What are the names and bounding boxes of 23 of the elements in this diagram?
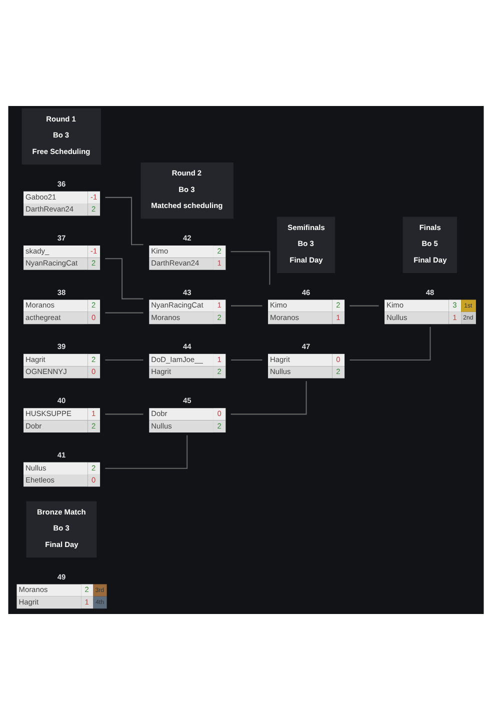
node-label: 39: [57, 342, 66, 352]
connector: [350, 326, 431, 360]
node-label: 49: [57, 572, 66, 582]
connector: [105, 258, 144, 300]
connector: [230, 251, 270, 285]
node-label: 43: [183, 288, 192, 297]
node-label: 36: [57, 179, 66, 188]
node-label: 40: [57, 396, 66, 406]
node-label: 37: [57, 234, 66, 243]
node-label: 44: [183, 342, 192, 352]
connector: [105, 312, 144, 314]
connector: [350, 305, 379, 306]
connector: [230, 381, 307, 415]
node-label: 41: [57, 450, 66, 460]
node-label: 42: [183, 234, 192, 243]
connector: [105, 414, 144, 415]
connector: [105, 435, 188, 469]
node-label: 46: [302, 288, 310, 297]
node-label: 38: [57, 288, 66, 297]
node-label: 48: [426, 288, 434, 297]
connector: [231, 305, 262, 306]
node-label: 45: [183, 396, 192, 406]
node-label: 47: [302, 342, 310, 352]
